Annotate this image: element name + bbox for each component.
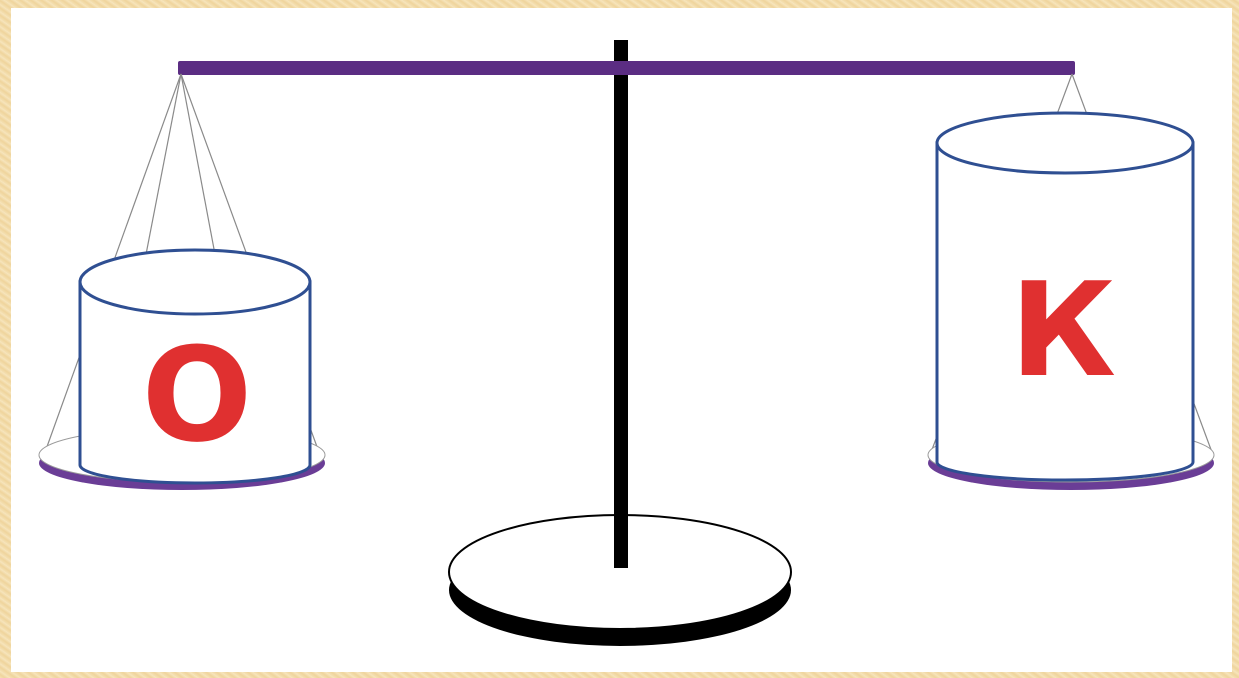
left-cylinder: О	[78, 248, 312, 485]
left-cylinder-label: О	[142, 319, 253, 471]
scale-beam	[178, 61, 1075, 75]
right-cylinder: К	[935, 111, 1195, 482]
scale-base	[448, 514, 792, 646]
scale-post	[614, 40, 628, 568]
right-cylinder-label: К	[1010, 254, 1116, 406]
